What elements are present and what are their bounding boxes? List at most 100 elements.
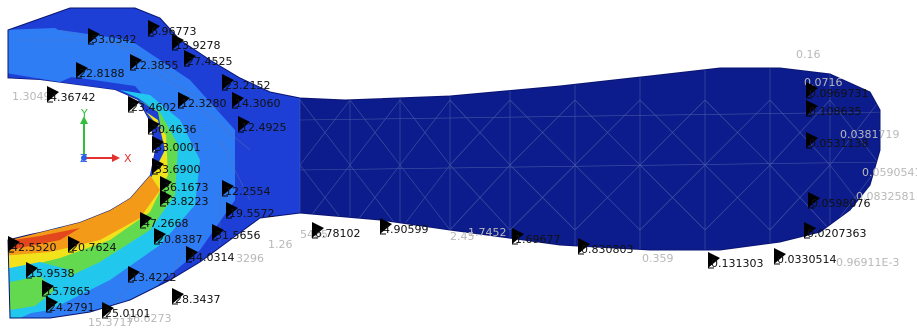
value-label-text: 28.3437	[175, 293, 221, 306]
leader-flag-icon	[8, 236, 20, 252]
value-label: 43.8223	[160, 190, 209, 208]
leader-flag-icon	[186, 246, 198, 262]
leader-flag-icon	[160, 176, 172, 192]
value-label: 27.4525	[184, 50, 233, 68]
value-label: 0.131303	[708, 252, 764, 270]
leader-flag-icon	[212, 224, 224, 240]
value-label-text: 44.0314	[189, 251, 235, 264]
leader-flag-icon	[232, 92, 244, 108]
faint-value-label: 1.26	[268, 238, 293, 251]
value-label-text: 15.9538	[29, 267, 75, 280]
leader-flag-icon	[172, 34, 184, 50]
z-axis-dot	[81, 155, 87, 161]
value-label-text: 12.4925	[241, 121, 287, 134]
value-label: 15.9538	[26, 262, 75, 280]
value-label-text: 25.0101	[105, 307, 151, 320]
leader-flag-icon	[26, 262, 38, 278]
value-label-text: 27.4525	[187, 55, 233, 68]
leader-flag-icon	[68, 236, 80, 252]
value-label-text: 13.4222	[131, 271, 177, 284]
value-label-text: 23.2152	[225, 79, 271, 92]
faint-value-label: 0.0832581	[856, 190, 916, 203]
value-label-text: 0.108635	[809, 105, 862, 118]
value-label: 33.6900	[152, 158, 201, 176]
leader-flag-icon	[226, 202, 238, 218]
band-orange	[8, 175, 160, 256]
value-label: 4.90599	[380, 218, 429, 236]
faint-value-label: 15.3717	[88, 316, 134, 329]
faint-value-label: 0.16	[796, 48, 821, 61]
leader-flag-icon	[808, 192, 820, 208]
leader-flag-icon	[128, 266, 140, 282]
value-label: 0.0207363	[804, 222, 867, 240]
value-label-text: 33.0001	[155, 141, 201, 154]
value-label: 13.4222	[128, 266, 177, 284]
leader-flag-icon	[88, 28, 100, 44]
faint-value-label: 2.45	[450, 230, 475, 243]
faint-value-label: 0.0716	[804, 76, 843, 89]
value-label: 13.9278	[172, 34, 221, 52]
value-label-text: 31.5656	[215, 229, 261, 242]
value-label: 6.96773	[148, 20, 197, 38]
y-axis-label: Y	[80, 107, 88, 120]
value-label: 20.7624	[68, 236, 117, 254]
value-label: 12.4925	[238, 116, 287, 134]
faint-value-label: 1.7452	[468, 226, 507, 239]
value-label-text: 0.0531138	[809, 137, 869, 150]
value-label-text: 0.131303	[711, 257, 764, 270]
leader-flag-icon	[774, 248, 786, 264]
value-label-text: 20.8387	[157, 233, 203, 246]
value-label: 4.36742	[47, 86, 96, 104]
value-label-text: 30.4636	[151, 123, 197, 136]
leader-flag-icon	[238, 116, 250, 132]
band-handle	[300, 60, 880, 260]
value-label-text: 12.3855	[133, 59, 179, 72]
value-label: 6.78102	[312, 222, 361, 240]
value-label: 19.5572	[226, 202, 275, 220]
value-label: 44.0314	[186, 246, 235, 264]
leader-flag-icon	[154, 228, 166, 244]
value-label-text: 19.5572	[229, 207, 275, 220]
leader-flag-icon	[806, 132, 818, 148]
leader-flag-icon	[178, 92, 190, 108]
y-arrowhead-icon	[80, 116, 88, 124]
value-label-text: 14.3060	[235, 97, 281, 110]
leader-flag-icon	[184, 50, 196, 66]
value-label: 0.108635	[806, 100, 862, 118]
value-label: 20.8387	[154, 228, 203, 246]
jaw-opening	[0, 78, 155, 240]
value-label: 0.0969731	[806, 82, 869, 100]
value-label: 53.0342	[88, 28, 137, 46]
faint-value-label: 3296	[236, 252, 264, 265]
value-label: 23.2152	[222, 74, 271, 92]
value-label-text: 0.0207363	[807, 227, 867, 240]
faint-value-label: 0.0381719	[840, 128, 900, 141]
value-label-text: 47.2668	[143, 217, 189, 230]
leader-flag-icon	[130, 54, 142, 70]
leader-flag-icon	[708, 252, 720, 268]
value-label: 25.0101	[102, 302, 151, 320]
value-label-text: 15.7865	[45, 285, 91, 298]
leader-flag-icon	[380, 218, 392, 234]
value-label: 12.3855	[130, 54, 179, 72]
leader-flag-icon	[806, 82, 818, 98]
value-label: 0.830803	[578, 238, 634, 256]
value-label-text: 0.0330514	[777, 253, 837, 266]
value-label-text: 12.3280	[181, 97, 227, 110]
value-label: 15.7865	[42, 280, 91, 298]
leader-flag-icon	[578, 238, 590, 254]
leader-flag-icon	[140, 212, 152, 228]
value-label-text: 4.36742	[50, 91, 96, 104]
leader-flag-icon	[160, 190, 172, 206]
leader-flag-icon	[152, 158, 164, 174]
leader-flag-icon	[806, 100, 818, 116]
value-label: 12.3280	[178, 92, 227, 110]
value-label: 23.4602	[128, 96, 177, 114]
value-label-text: 22.8188	[79, 67, 125, 80]
value-label: 22.8188	[76, 62, 125, 80]
faint-value-label: 0.96911E-3	[836, 256, 899, 269]
